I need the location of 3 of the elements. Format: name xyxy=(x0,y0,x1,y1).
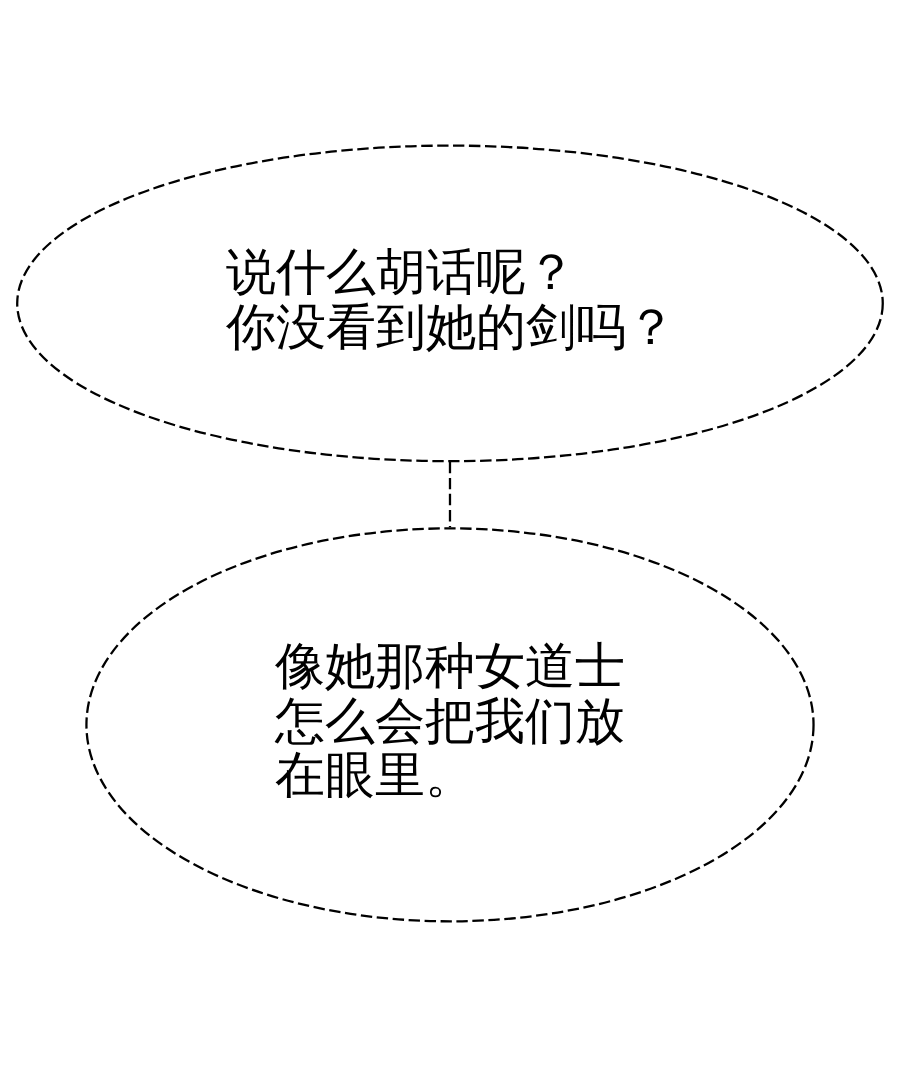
node-ellipse: 像她那种女道士怎么会把我们放在眼里。 xyxy=(85,526,815,922)
connector xyxy=(448,461,452,527)
node-ellipse: 说什么胡话呢？你没看到她的剑吗？ xyxy=(16,143,884,462)
